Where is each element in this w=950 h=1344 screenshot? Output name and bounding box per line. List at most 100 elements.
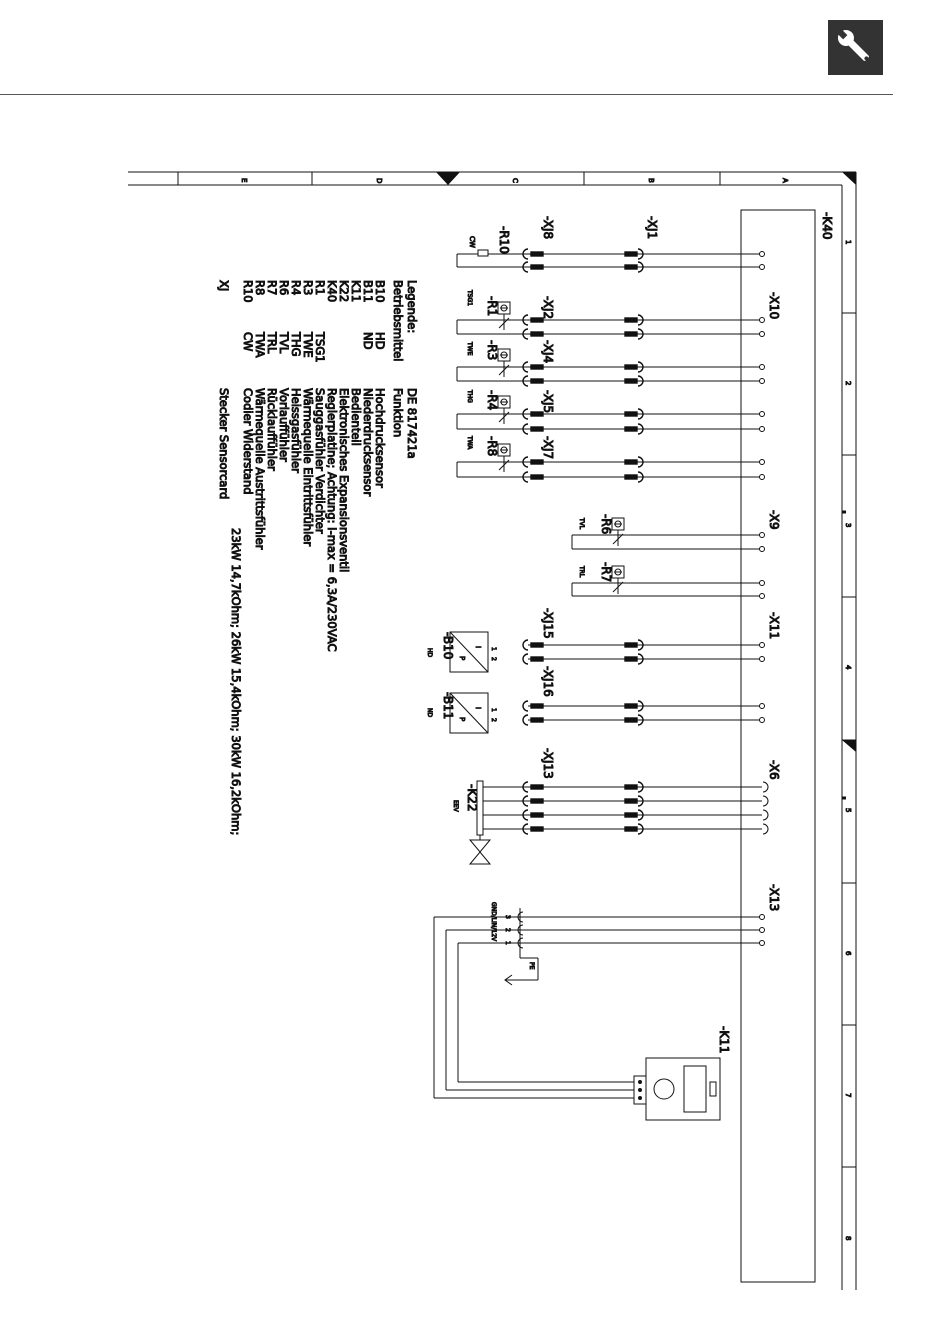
connector-xj1-label: -XJ1 — [645, 216, 659, 239]
k22-label: -K22 — [465, 784, 479, 811]
frame-col-7: 7 — [844, 1093, 852, 1097]
legend: Legende: Betriebsmittel DE 817421a Funkt… — [217, 280, 420, 836]
frame-row-a: A — [781, 178, 789, 183]
legend-row-id: R6 — [277, 280, 291, 295]
legend-row-id: R8 — [253, 280, 267, 295]
legend-extra: 23kW 14,7kOhm; 26kW 15,4kOhm; 30kW 16,2k… — [229, 528, 243, 835]
sensor-r1 — [497, 301, 511, 330]
connector-x10-label: -X10 — [767, 292, 781, 319]
frame-row-e: E — [240, 178, 248, 182]
k22-tag: EEV — [452, 800, 459, 813]
plug-connectors — [522, 248, 644, 835]
pressure-sensor-b11 — [449, 692, 489, 734]
legend-col3-header-top: DE 817421a — [405, 388, 419, 459]
r10-tag: CW — [468, 236, 476, 248]
k11-label: -K11 — [717, 1026, 731, 1053]
legend-row-id: R10 — [241, 280, 255, 303]
legend-row-func: Stecker Sensorcard — [217, 388, 231, 499]
frame-col-1: 1 — [844, 240, 852, 244]
b10-i: I — [474, 646, 482, 648]
legend-row-code: TWA — [253, 331, 267, 358]
legend-row-func: Reglerplatine; Achtung: I-max = 6,3A/230… — [325, 388, 339, 652]
legend-row-id: K11 — [349, 280, 363, 302]
r6-tag: TVL — [578, 517, 585, 530]
r4-label: -R4 — [485, 390, 499, 410]
b10-label: -B10 — [441, 632, 455, 659]
legend-row-func: Codier Widerstand — [241, 388, 255, 495]
connector-x11-label: -X11 — [767, 612, 781, 639]
b11-i: I — [474, 707, 482, 709]
legend-row-func: Heissgasfühler — [289, 388, 303, 473]
legend-row-id: R3 — [301, 280, 315, 295]
legend-row-func: Hochdrucksensor — [373, 388, 387, 488]
legend-row-code: HD — [373, 332, 387, 350]
legend-row-func: Elektronisches Expansionsventil — [337, 388, 351, 572]
frame-row-b: B — [647, 178, 655, 183]
header-rule — [0, 94, 893, 95]
r8-tag: TWA — [466, 435, 473, 450]
legend-row-id: R4 — [289, 280, 303, 295]
pe-label: PE — [528, 962, 535, 970]
b10-p: P — [458, 656, 466, 660]
sensor-r3 — [497, 348, 511, 377]
r10-label: -R10 — [497, 226, 511, 254]
b11-pin-1: 1 — [490, 708, 497, 712]
legend-row-id: B11 — [361, 280, 375, 303]
frame-col-8: 8 — [844, 1236, 852, 1240]
wires — [433, 253, 762, 1099]
drawing-frame — [128, 171, 857, 1290]
legend-row-code: TWE — [301, 331, 315, 358]
xj1-plugs — [624, 248, 644, 835]
bus-pin-2: 2 — [504, 928, 511, 932]
r7-label: -R7 — [599, 562, 613, 582]
b10-pin-2: 2 — [490, 657, 497, 661]
r4-tag: THG — [466, 389, 473, 403]
x6-terminals — [762, 781, 769, 835]
b10-pin-1: 1 — [490, 647, 497, 651]
operating-panel-k11 — [633, 1057, 721, 1121]
legend-col3-header: Funktion — [391, 388, 405, 437]
sensor-r6 — [611, 517, 625, 546]
b11-p: P — [458, 717, 466, 721]
legend-row-func: Sauggasfühler Verdichter — [313, 388, 327, 534]
legend-row-code: TRL — [265, 331, 279, 354]
connector-xj8-label: -XJ8 — [541, 216, 555, 239]
b11-label: -B11 — [441, 692, 455, 719]
legend-row-func: Bedienteil — [349, 388, 363, 446]
legend-row-code: ND — [361, 332, 375, 350]
bus-pin-1: 1 — [504, 941, 511, 945]
legend-row-code: CW — [241, 332, 255, 351]
bus-label: GND/LIN/12V — [490, 902, 497, 942]
legend-row-func: Vorlauffühler — [277, 388, 291, 462]
frame-row-c: C — [511, 178, 519, 183]
board-label: -K40 — [820, 212, 834, 239]
bus-pin-3: 3 — [504, 915, 511, 919]
legend-row-func: Rücklauffühler — [265, 388, 279, 471]
frame-col-3: 3 — [844, 523, 852, 527]
b11-tag: ND — [426, 708, 433, 717]
connector-xj2-label: -XJ2 — [541, 296, 555, 319]
legend-row-func: Wärmequelle Austrittsfühler — [253, 388, 267, 550]
board-terminals — [759, 251, 765, 946]
frame-col-2: 2 — [844, 381, 852, 385]
connector-x9-label: -X9 — [767, 510, 781, 530]
frame-col-6: 6 — [844, 951, 852, 956]
legend-title: Legende: — [405, 280, 419, 333]
legend-row-id: K22 — [337, 280, 351, 302]
legend-row-code: TVL — [277, 331, 291, 354]
sensor-r8 — [497, 443, 511, 472]
b11-pin-2: 2 — [490, 718, 497, 722]
r1-tag: TSG1 — [466, 289, 473, 306]
resistor-r10 — [477, 249, 489, 257]
connector-xj16-label: -XJ16 — [541, 666, 555, 697]
connector-xj13-label: -XJ13 — [541, 748, 555, 779]
connector-x13-label: -X13 — [767, 884, 781, 911]
r1-label: -R1 — [485, 296, 499, 316]
legend-row-code: THG — [289, 331, 303, 357]
legend-row-id: B10 — [373, 280, 387, 303]
r3-label: -R3 — [485, 340, 499, 360]
pressure-sensor-b10 — [449, 631, 489, 673]
connector-x6-label: -X6 — [767, 760, 781, 780]
r3-tag: TWE — [466, 341, 473, 356]
